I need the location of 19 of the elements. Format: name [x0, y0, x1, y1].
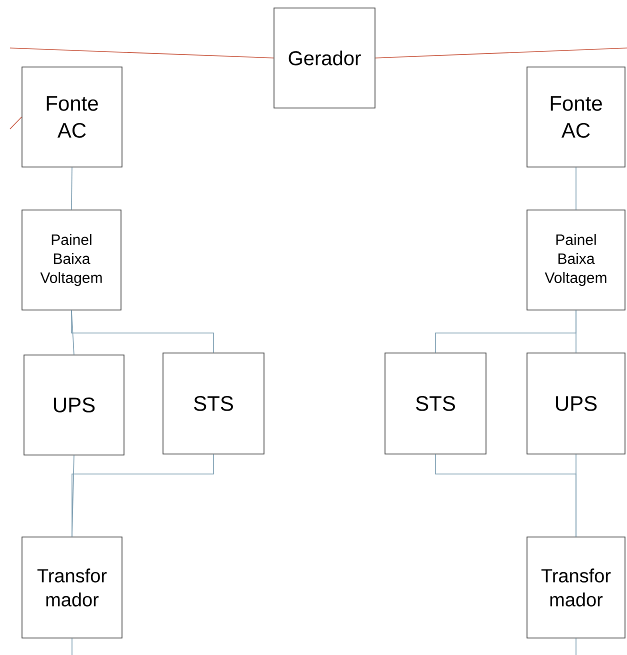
- connector-line: [72, 454, 214, 537]
- component-box: UPS: [24, 354, 124, 456]
- component-box: Transfor mador: [22, 536, 122, 638]
- connector-line: [10, 48, 274, 58]
- connector-line: [10, 116, 22, 130]
- component-box: STS: [162, 352, 264, 454]
- component-box: Painel Baixa Voltagem: [526, 210, 626, 310]
- component-box: Painel Baixa Voltagem: [22, 210, 122, 310]
- component-box: STS: [384, 352, 486, 454]
- component-box: Fonte AC: [526, 66, 626, 168]
- component-box: Gerador: [274, 8, 376, 108]
- connector-line: [435, 454, 576, 537]
- connector-line: [71, 310, 214, 353]
- connector-line: [71, 167, 72, 210]
- component-box: Fonte AC: [22, 66, 122, 168]
- connector-line: [435, 310, 576, 353]
- connector-line: [375, 48, 627, 58]
- component-box: UPS: [526, 352, 626, 454]
- component-box: Transfor mador: [526, 536, 626, 638]
